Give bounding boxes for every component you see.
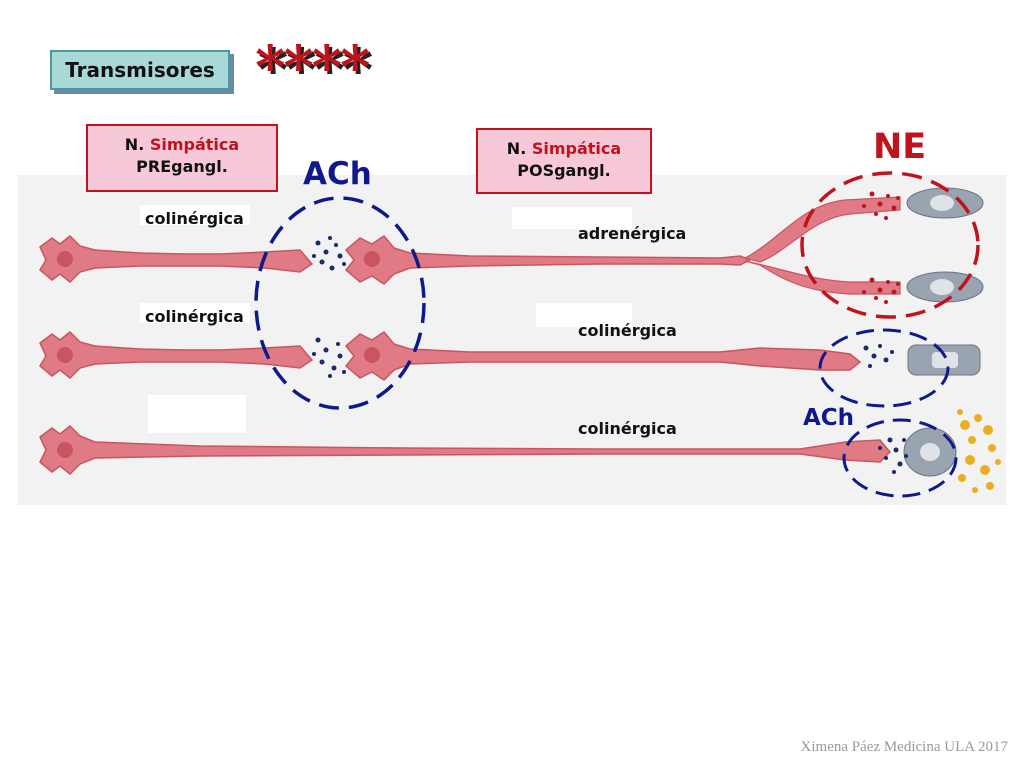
title-text: Transmisores [65,58,215,82]
gland-secretion [957,409,1001,493]
postganglionic-soma [344,235,752,285]
preganglionic-type: PREgangl. [136,157,228,176]
label-mask [140,303,250,323]
preganglionic-title: N. Simpática [88,134,276,156]
preganglionic-soma [39,330,314,380]
ach-vesicles [312,236,908,474]
label-mask [536,303,632,327]
label-mask [140,205,250,225]
nucleus [364,347,380,363]
ach-ganglion-circle [254,196,426,410]
postganglionic-box: N. Simpática POSgangl. [476,128,652,194]
nucleus [364,251,380,267]
ach-junction-circle [818,328,950,408]
axon-branch-lower [744,260,901,295]
label-mask [512,207,632,229]
neuron-row-1 [39,187,984,303]
nucleus [57,251,73,267]
post-label-3: colinérgica [578,419,677,438]
neuron-row-2 [39,330,981,381]
nerve-name: Simpática [531,139,622,158]
footer-credit: Ximena Páez Medicina ULA 2017 [800,739,1008,755]
label-mask [148,395,246,433]
ne-label: NE [873,127,927,167]
preganglionic-soma [39,234,314,284]
nerve-name: Simpática [149,135,240,154]
preganglionic-soma [39,424,892,476]
ne-junction-circle [800,171,980,319]
effector-nucleus [930,279,954,295]
nucleus [57,347,73,363]
ach-junction-circle [842,418,958,498]
nerve-prefix: N. [124,135,145,154]
effector-nucleus [920,443,940,461]
stars-mark: **** [255,33,370,101]
postganglionic-soma [344,331,862,381]
preganglionic-box: N. Simpática PREgangl. [86,124,278,192]
nucleus [57,442,73,458]
title-box: Transmisores [50,50,230,90]
neuron-row-3 [39,409,1001,493]
postganglionic-title: N. Simpática [478,138,650,160]
ne-vesicles [862,191,900,304]
pre-label-2: colinérgica [145,307,244,326]
nerve-prefix: N. [506,139,527,158]
ach-small-label: ACh [803,405,855,431]
post-label-2: colinérgica [578,321,677,340]
effector-nucleus [932,352,958,368]
pre-label-1: colinérgica [145,209,244,228]
effector-nucleus [930,195,954,211]
postganglionic-type: POSgangl. [517,161,611,180]
post-label-1: adrenérgica [578,224,687,243]
ach-large-label: ACh [303,156,372,192]
axon-branch-upper [743,196,901,263]
